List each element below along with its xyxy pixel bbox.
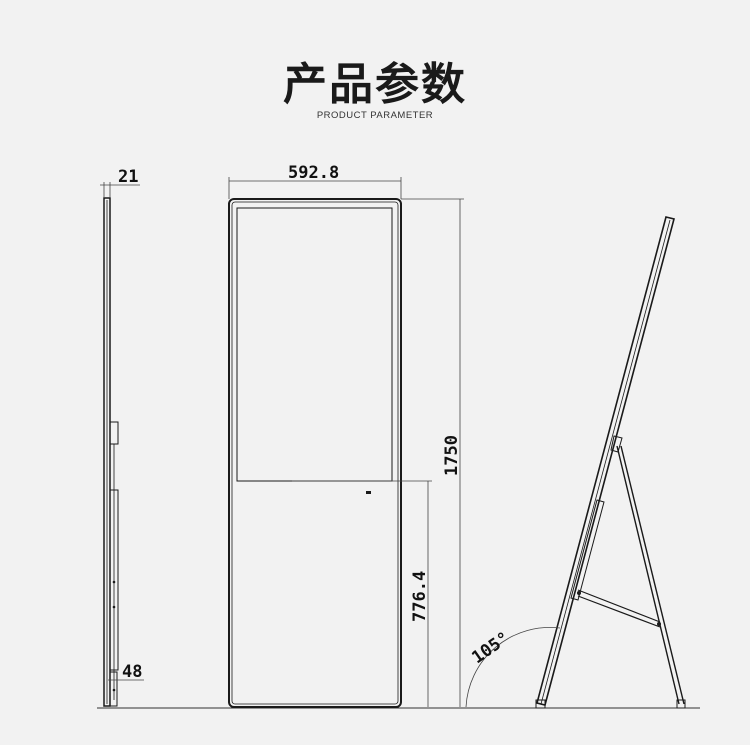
side-screw-3 (112, 688, 116, 692)
angled-back-leg (616, 445, 680, 705)
angled-cross-pin-2 (657, 622, 661, 626)
front-view: 592.8 1750 776.4 (228, 163, 464, 708)
side-view: 21 48 (100, 167, 144, 707)
dim-stand-angle: 105° (468, 628, 513, 668)
dim-thickness-top: 21 (118, 167, 138, 187)
angled-back-foot (676, 699, 686, 709)
page-subtitle: PRODUCT PARAMETER (316, 110, 434, 121)
side-panel (103, 197, 111, 707)
dim-width: 592.8 (288, 163, 339, 183)
side-screw-2 (112, 605, 116, 609)
side-screw-1 (112, 580, 116, 584)
dim-thickness-bottom: 48 (122, 662, 142, 682)
front-sensor (366, 491, 371, 494)
front-screen (236, 207, 393, 482)
front-panel-outer (228, 198, 402, 708)
side-foot (109, 671, 118, 707)
angled-view: 105° (465, 216, 686, 709)
front-panel-inner (231, 201, 399, 705)
side-bracket-upper (109, 421, 119, 445)
angled-cross-pin-1 (577, 591, 581, 595)
angle-arc (465, 627, 561, 708)
angled-front-foot (535, 699, 546, 709)
angled-cross-bar (577, 589, 661, 623)
page-title: 产品参数 (283, 59, 467, 110)
dim-screen-bottom-height: 776.4 (410, 571, 430, 622)
dim-height: 1750 (442, 435, 462, 476)
angled-back-box (570, 499, 605, 601)
angled-back-leg-inner (620, 445, 685, 705)
angled-panel-inner-line (540, 219, 671, 705)
angled-cross-bar-inner (577, 595, 661, 628)
